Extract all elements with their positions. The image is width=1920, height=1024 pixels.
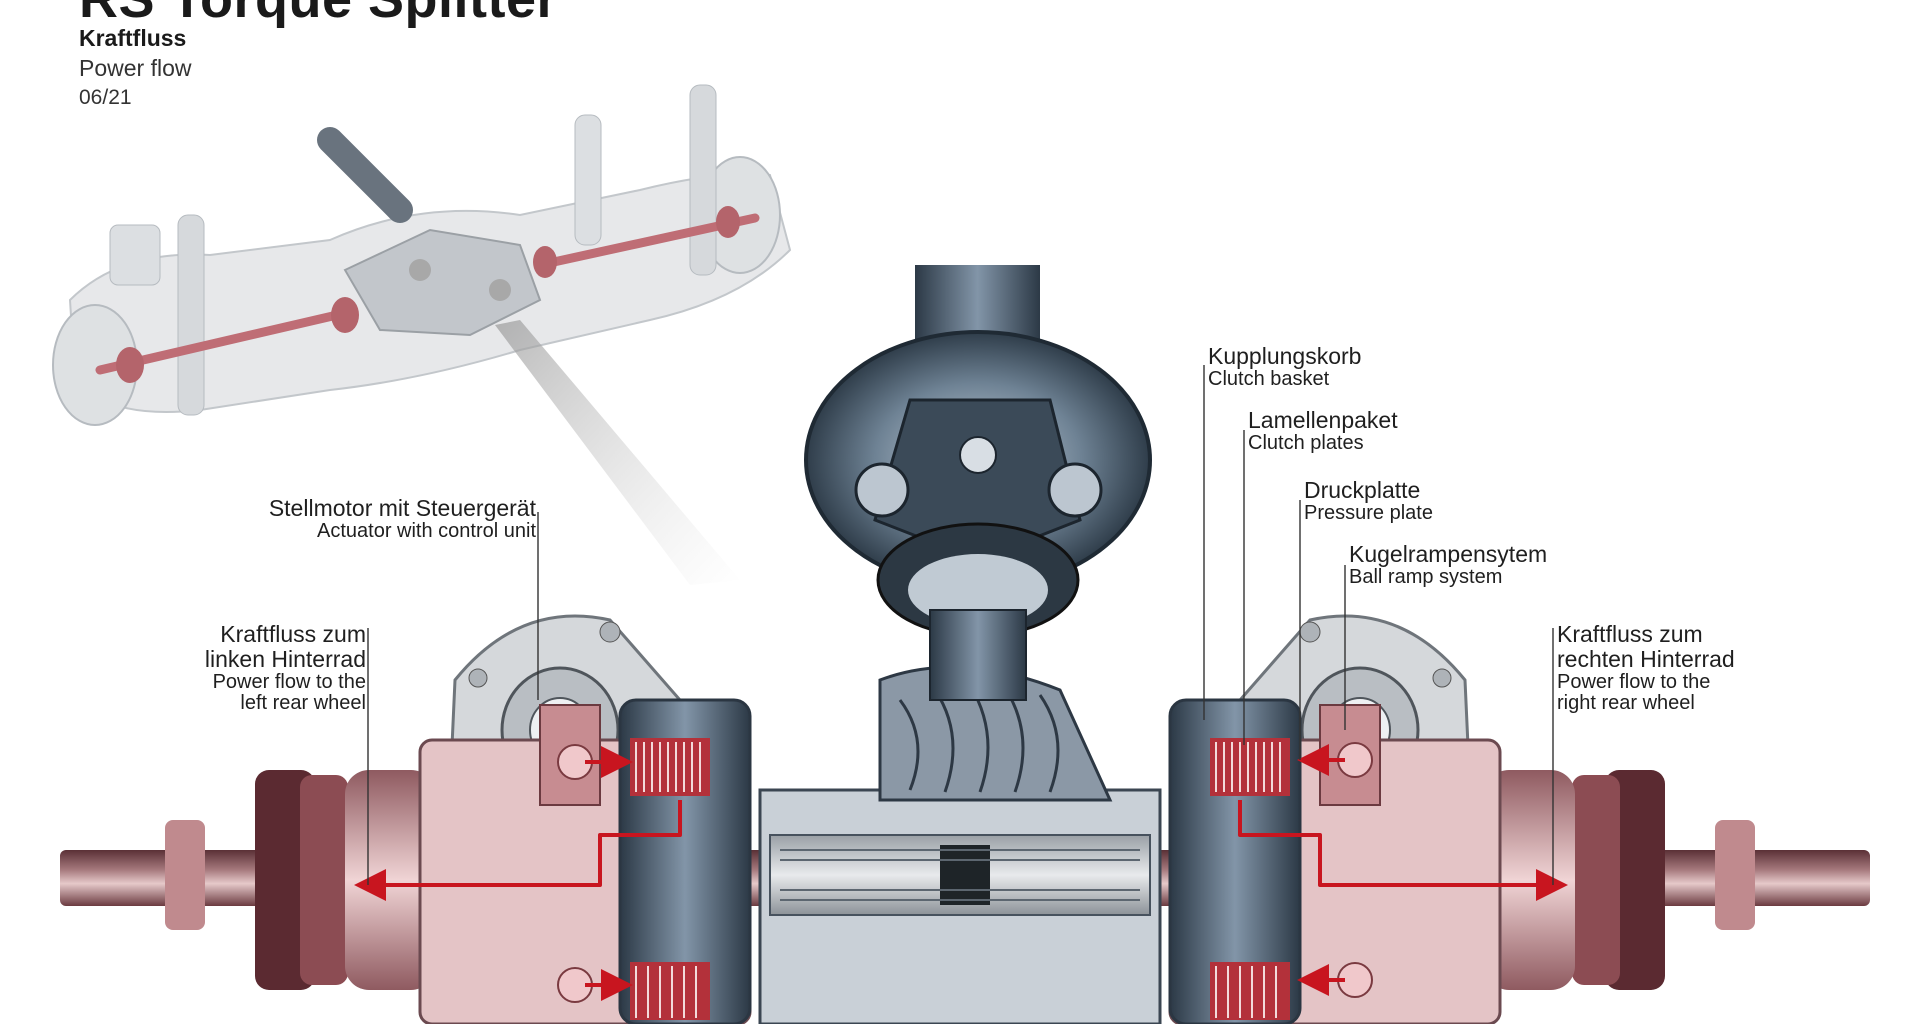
label-clutch-basket: Kupplungskorb Clutch basket [1208, 344, 1361, 390]
label-clutch-plates: Lamellenpaket Clutch plates [1248, 408, 1398, 454]
label-clutch-plates-de: Lamellenpaket [1248, 407, 1398, 433]
power-flow-arrows [354, 744, 1568, 1001]
clutch-plates-right-lower [1210, 962, 1290, 1020]
page-title: RS Torque Splitter [79, 0, 558, 30]
label-clutch-basket-de: Kupplungskorb [1208, 343, 1362, 369]
label-ball-ramp-de: Kugelrampensytem [1349, 541, 1548, 567]
label-flow-right: Kraftfluss zum rechten Hinterrad Power f… [1557, 622, 1735, 715]
label-flow-left-de1: Kraftfluss zum [220, 621, 366, 647]
label-pressure-plate-en: Pressure plate [1304, 501, 1433, 524]
label-flow-left-en1: Power flow to the [212, 670, 366, 693]
label-flow-right-en2: right rear wheel [1557, 692, 1695, 715]
rear-axle-overview-image [52, 84, 792, 426]
label-ball-ramp-en: Ball ramp system [1349, 565, 1503, 588]
clutch-plates-left-lower [630, 962, 710, 1020]
label-actuator-de: Stellmotor mit Steuergerät [268, 495, 536, 521]
label-pressure-plate: Druckplatte Pressure plate [1304, 478, 1433, 524]
main-unit [60, 265, 1870, 1024]
label-flow-right-en1: Power flow to the [1557, 670, 1711, 693]
label-flow-right-de1: Kraftfluss zum [1557, 621, 1703, 647]
label-pressure-plate-de: Druckplatte [1304, 477, 1421, 503]
label-flow-left-en2: left rear wheel [240, 692, 366, 715]
date-label: 06/21 [79, 86, 132, 109]
label-clutch-plates-en: Clutch plates [1248, 431, 1364, 454]
subtitle-en: Power flow [79, 55, 192, 81]
label-flow-left: Kraftfluss zum linken Hinterrad Power fl… [205, 622, 366, 715]
label-clutch-basket-en: Clutch basket [1208, 367, 1330, 390]
clutch-plates-right-upper [1210, 738, 1290, 796]
zoom-beam [495, 320, 740, 585]
label-actuator: Stellmotor mit Steuergerät Actuator with… [269, 496, 536, 542]
label-ball-ramp: Kugelrampensytem Ball ramp system [1349, 542, 1547, 588]
leader-lines [367, 365, 1554, 885]
label-flow-right-de2: rechten Hinterrad [1557, 645, 1735, 672]
subtitle-de: Kraftfluss [79, 25, 187, 51]
label-flow-left-de2: linken Hinterrad [204, 645, 366, 672]
clutch-plates-left-upper [630, 738, 710, 796]
label-actuator-en: Actuator with control unit [317, 519, 536, 542]
